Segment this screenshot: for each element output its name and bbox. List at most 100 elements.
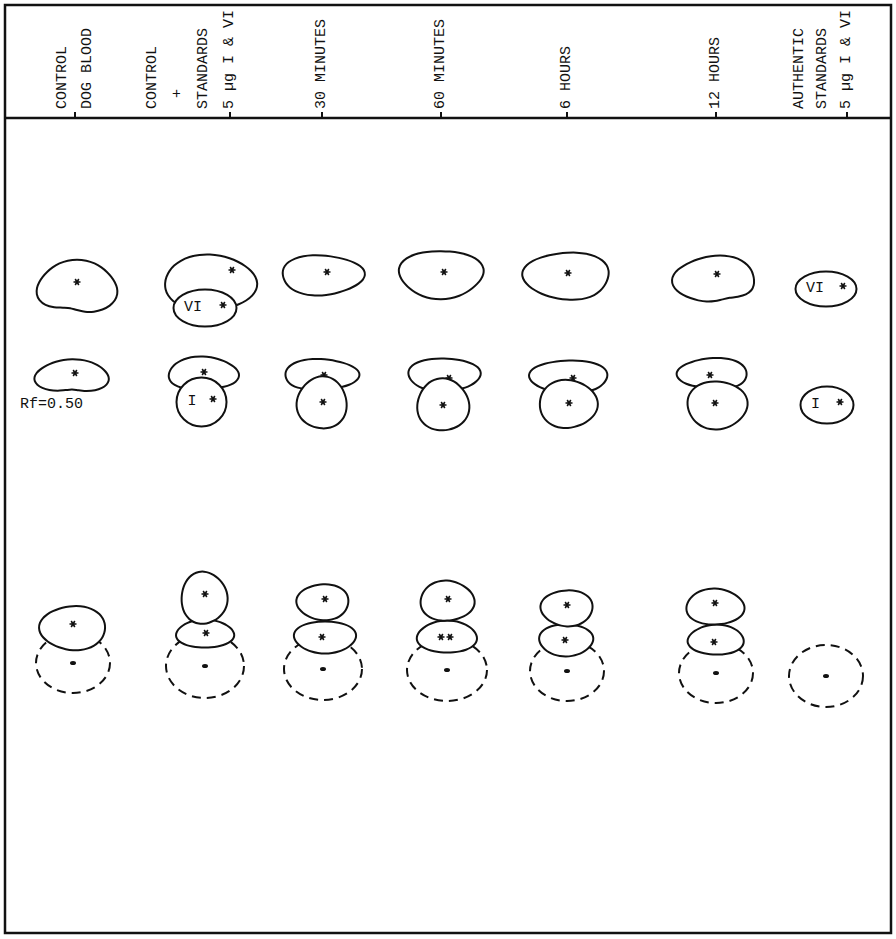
spots [34, 251, 863, 707]
spot-asterisk [564, 602, 571, 608]
column-heading: 5 µg I & VI [838, 10, 856, 109]
column-heading: + [169, 89, 187, 98]
origin-spot [789, 645, 863, 707]
spot-asterisk [714, 271, 721, 277]
spot-outline [522, 253, 608, 300]
spot-asterisk [72, 370, 79, 376]
spot-outline [297, 376, 347, 428]
origin-dot [823, 674, 829, 678]
chromatogram-spot [539, 624, 593, 656]
chromatogram-spot [297, 376, 347, 428]
spot-ellipse [796, 272, 857, 307]
spot-outline [799, 385, 855, 425]
spot-asterisk [201, 369, 208, 375]
spot-ellipse [801, 387, 854, 424]
spot-asterisk [229, 267, 236, 273]
spot-outline [421, 581, 475, 621]
origin-dot [713, 671, 719, 675]
spot-label: I [187, 393, 196, 411]
chromatogram-spot [522, 253, 608, 300]
spot-outline [37, 260, 118, 312]
spot-asterisk [707, 372, 714, 378]
spot-outline [175, 376, 228, 428]
column-tick [229, 112, 231, 118]
column-heading: STANDARDS [195, 28, 213, 109]
chromatogram-spot [296, 584, 348, 620]
spot-label: I [811, 396, 820, 414]
spot-asterisk [210, 396, 217, 402]
chromatogram-spot [399, 251, 484, 299]
spot-asterisk [319, 634, 326, 640]
spot-asterisk [324, 269, 331, 275]
spot-outline [540, 590, 592, 626]
spot-asterisk [447, 634, 454, 640]
spot-outline [294, 621, 356, 653]
spot-outline [172, 288, 238, 328]
column-tick [321, 112, 323, 118]
spot-outline [688, 625, 744, 655]
origin-dot [564, 669, 570, 673]
spot-outline [688, 382, 748, 430]
column-heading: DOG BLOOD [79, 28, 97, 109]
spot-asterisk [562, 637, 569, 643]
chromatogram-spot [417, 378, 469, 430]
chromatogram-spot [417, 621, 477, 653]
spot-asterisk [445, 596, 452, 602]
spot-ellipse [174, 290, 237, 327]
labelled-spot: I [799, 385, 855, 425]
column-heading: 30 MINUTES [313, 19, 331, 109]
spot-outline [539, 624, 593, 656]
origin-dot [202, 664, 208, 668]
spot-asterisk [712, 400, 719, 406]
spot-outline [417, 378, 469, 430]
chromatogram-spot [688, 382, 748, 430]
labelled-spot: VI [172, 288, 238, 328]
column-tick [440, 112, 442, 118]
spot-outline [34, 359, 108, 391]
spot-asterisk [203, 630, 210, 636]
origin-dot [444, 668, 450, 672]
spot-outline [540, 380, 598, 428]
column-tick [846, 112, 848, 118]
chromatogram-spot [34, 359, 108, 391]
spot-asterisk [440, 402, 447, 408]
column-heading: AUTHENTIC [791, 28, 809, 109]
spot-label: VI [806, 280, 824, 298]
spot-label: VI [184, 299, 202, 317]
plate-border [5, 5, 891, 933]
spot-outline [296, 584, 348, 620]
chromatogram-spot [283, 255, 365, 295]
chromatogram-spot [39, 606, 105, 650]
spot-asterisk [441, 269, 448, 275]
spot-outline [283, 255, 365, 295]
spot-asterisk [711, 639, 718, 645]
rf-value: Rf=0.50 [20, 396, 83, 414]
origin-dot [70, 661, 76, 665]
chromatogram-spot [182, 572, 228, 624]
chromatogram-spot [540, 590, 592, 626]
chromatogram-spot [686, 589, 744, 625]
spot-outline [399, 251, 484, 299]
chromatogram-spot [294, 621, 356, 653]
spot-outline [182, 572, 228, 624]
spot-asterisk [74, 279, 81, 285]
spot-asterisk [70, 621, 77, 627]
spot-asterisk [840, 283, 847, 289]
column-tick [566, 112, 568, 118]
column-ticks [75, 112, 847, 118]
spot-ellipse [177, 378, 227, 427]
spot-asterisk [837, 399, 844, 405]
spot-asterisk [438, 634, 445, 640]
labelled-spot: I [175, 376, 228, 428]
chromatogram-spot [688, 625, 744, 655]
spot-asterisk [202, 591, 209, 597]
column-tick [715, 112, 717, 118]
spot-asterisk [220, 302, 227, 308]
spot-outline [672, 255, 754, 301]
origin-circle [789, 645, 863, 707]
column-heading: 60 MINUTES [432, 19, 450, 109]
chromatogram-spot [540, 380, 598, 428]
column-heading: STANDARDS [814, 28, 832, 109]
